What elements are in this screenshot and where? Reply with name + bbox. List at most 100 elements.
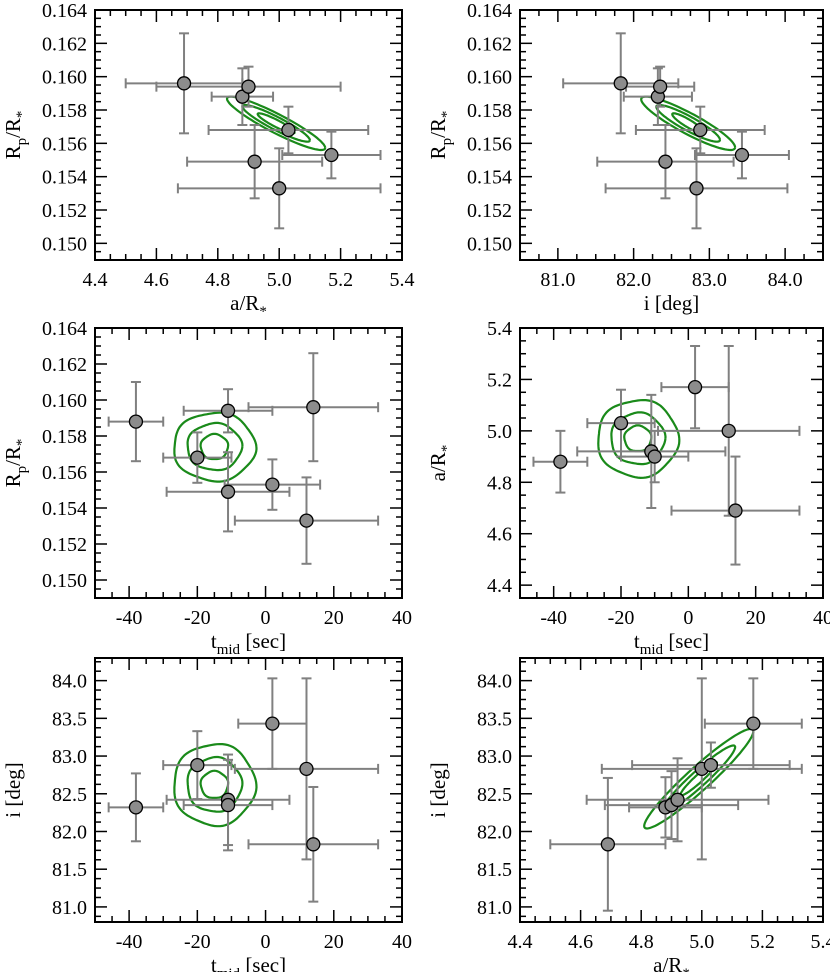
data-point <box>281 122 296 138</box>
data-points <box>549 677 803 912</box>
data-point <box>689 181 704 196</box>
y-axis-label: i [deg] <box>426 762 450 817</box>
y-tick-label: 5.4 <box>487 318 512 340</box>
y-tick-label: 0.164 <box>42 0 87 22</box>
ticks <box>94 9 403 261</box>
contours <box>173 411 258 483</box>
x-tick-label: -20 <box>184 607 211 629</box>
panel-6: 4.44.64.85.05.25.481.081.582.082.583.083… <box>426 657 830 972</box>
y-tick-label: 84.0 <box>52 671 87 693</box>
contours <box>597 399 681 480</box>
x-tick-label: 20 <box>746 607 766 629</box>
x-tick-label: 20 <box>324 607 344 629</box>
data-point <box>272 181 287 196</box>
y-tick-label: 0.164 <box>467 0 512 22</box>
data-point <box>190 450 205 465</box>
data-point <box>613 415 629 431</box>
data-point <box>299 513 314 528</box>
y-tick-label: 82.5 <box>477 784 512 806</box>
y-tick-label: 0.160 <box>42 67 87 89</box>
data-points <box>107 677 380 903</box>
x-axis-label: tmid [sec] <box>211 629 286 658</box>
contours <box>173 742 258 828</box>
x-tick-label: 0 <box>261 607 271 629</box>
y-tick-label: 0.154 <box>42 498 87 520</box>
y-tick-label: 81.0 <box>52 897 87 919</box>
y-tick-label: 0.158 <box>42 426 87 448</box>
data-point <box>220 403 236 418</box>
data-point <box>693 122 708 138</box>
x-tick-label: 4.6 <box>568 931 593 953</box>
x-tick-label: 0 <box>683 607 693 629</box>
y-axis-label: a/R* <box>426 445 455 482</box>
x-tick-label: 4.6 <box>144 269 169 291</box>
x-tick-label: 82.0 <box>616 269 651 291</box>
data-point <box>299 761 314 777</box>
data-points <box>107 352 380 565</box>
data-point <box>600 837 616 852</box>
data-points <box>562 32 790 230</box>
contour-level-2 <box>241 103 311 143</box>
x-tick-label: 4.8 <box>205 269 230 291</box>
data-point <box>703 757 719 773</box>
y-tick-label: 4.8 <box>487 472 512 494</box>
data-point <box>247 154 262 169</box>
data-point <box>658 154 673 169</box>
y-tick-label: 0.152 <box>467 200 512 222</box>
x-tick-label: 5.0 <box>689 931 714 953</box>
data-point <box>190 757 205 773</box>
y-tick-label: 0.162 <box>467 33 512 55</box>
x-axis-label: i [deg] <box>644 291 699 315</box>
x-axis-label: a/R* <box>653 953 690 972</box>
y-tick-label: 0.150 <box>467 233 512 255</box>
data-point <box>670 792 685 807</box>
y-tick-label: 0.156 <box>42 133 87 155</box>
ticks <box>519 658 824 922</box>
y-tick-label: 5.0 <box>487 421 512 443</box>
y-tick-label: 0.156 <box>467 133 512 155</box>
y-tick-label: 81.0 <box>477 897 512 919</box>
y-axis-label: Rp/R* <box>1 439 30 488</box>
contour-level-3 <box>640 95 737 152</box>
x-tick-label: 5.2 <box>750 931 775 953</box>
y-tick-label: 83.5 <box>477 708 512 730</box>
plot-frame <box>519 9 824 261</box>
x-tick-label: 20 <box>324 931 344 953</box>
x-axis-label: tmid [sec] <box>634 629 709 658</box>
x-tick-label: 40 <box>813 607 830 629</box>
y-tick-label: 0.162 <box>42 33 87 55</box>
y-tick-label: 83.0 <box>52 746 87 768</box>
y-tick-label: 0.158 <box>42 100 87 122</box>
data-point <box>613 76 628 91</box>
data-point <box>324 147 339 163</box>
contour-level-3 <box>173 742 258 828</box>
x-tick-label: 83.0 <box>692 269 727 291</box>
y-tick-label: 84.0 <box>477 671 512 693</box>
ticks <box>519 9 824 261</box>
x-tick-label: 40 <box>392 931 412 953</box>
y-tick-label: 4.4 <box>487 575 512 597</box>
ticks <box>94 327 403 599</box>
y-tick-label: 4.6 <box>487 524 512 546</box>
errorbar <box>210 67 275 126</box>
y-tick-label: 83.5 <box>52 708 87 730</box>
y-tick-label: 82.0 <box>52 821 87 843</box>
y-tick-label: 0.150 <box>42 570 87 592</box>
contour-level-3 <box>225 95 327 152</box>
data-point <box>728 503 743 518</box>
y-tick-label: 82.5 <box>52 784 87 806</box>
x-tick-label: 4.8 <box>629 931 654 953</box>
ticks <box>94 658 403 922</box>
x-tick-label: 5.4 <box>390 269 415 291</box>
data-point <box>306 400 321 415</box>
y-tick-label: 82.0 <box>477 821 512 843</box>
x-tick-label: -40 <box>116 931 143 953</box>
plot-frame <box>94 657 403 923</box>
data-point <box>652 79 668 94</box>
y-tick-label: 83.0 <box>477 746 512 768</box>
contour-level-1 <box>199 769 230 800</box>
data-point <box>265 477 280 492</box>
data-point <box>687 379 703 395</box>
data-point <box>220 797 236 813</box>
